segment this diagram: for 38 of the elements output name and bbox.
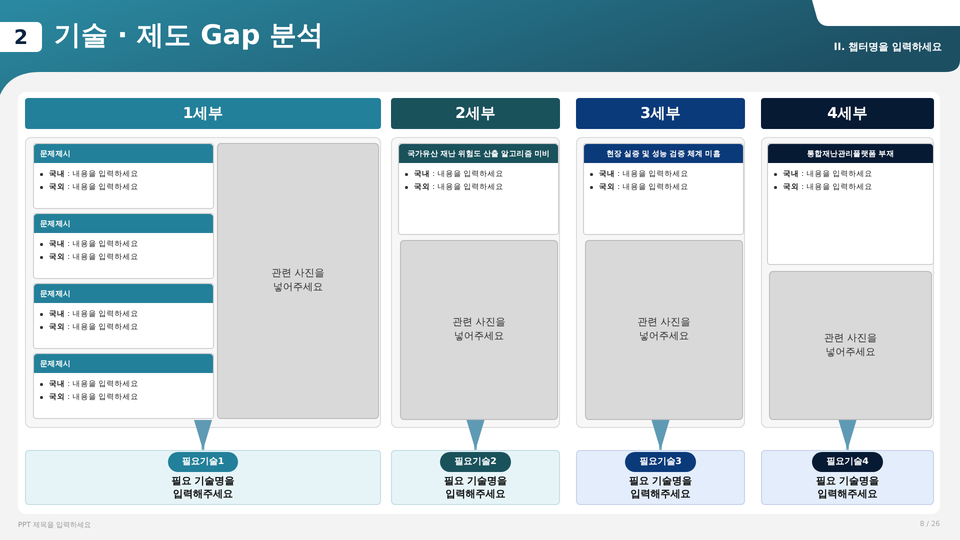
tech-name: 필요 기술명을 입력해주세요 — [170, 475, 236, 501]
image-placeholder-field: 관련 사진을 넣어주세요 — [400, 240, 558, 420]
slide-title: 기술 · 제도 Gap 분석 — [54, 19, 325, 53]
required-tech-box — [391, 450, 560, 505]
column-header: 4세부 — [761, 98, 934, 129]
problem-card — [33, 213, 214, 279]
column-panel — [25, 137, 381, 428]
arrow — [652, 420, 670, 450]
problem-card — [583, 143, 744, 235]
column-panel — [761, 137, 934, 428]
problem-card — [33, 283, 214, 349]
required-tech-box — [761, 450, 934, 505]
section-number: 2 — [0, 22, 42, 52]
column-panel — [576, 137, 745, 428]
image-placeholder-field: 관련 사진을 넣어주세요 — [217, 143, 379, 419]
arrow — [466, 420, 484, 450]
problem-card — [33, 353, 214, 419]
tech-pill: 필요기술4 — [812, 452, 883, 472]
arrow — [838, 420, 856, 450]
problem-card — [33, 143, 214, 209]
tech-pill: 필요기술1 — [168, 452, 238, 472]
chapter-name: II. 챕터명을 입력하세요 — [832, 41, 942, 55]
problem-card — [398, 143, 559, 235]
tech-name: 필요 기술명을 입력해주세요 — [442, 475, 508, 501]
image-placeholder-field: 관련 사진을 넣어주세요 — [769, 271, 932, 420]
required-tech-box — [576, 450, 745, 505]
arrow — [194, 420, 212, 450]
column-header: 1세부 — [25, 98, 381, 129]
tech-name: 필요 기술명을 입력해주세요 — [628, 475, 694, 501]
column-header: 2세부 — [391, 98, 560, 129]
tech-name: 필요 기술명을 입력해주세요 — [814, 475, 880, 501]
required-tech-box — [25, 450, 381, 505]
column-panel — [391, 137, 560, 428]
tech-pill: 필요기술3 — [625, 452, 696, 472]
image-placeholder-field: 관련 사진을 넣어주세요 — [585, 240, 743, 420]
tech-pill: 필요기술2 — [440, 452, 511, 472]
column-header: 3세부 — [576, 98, 745, 129]
problem-card — [767, 143, 934, 265]
